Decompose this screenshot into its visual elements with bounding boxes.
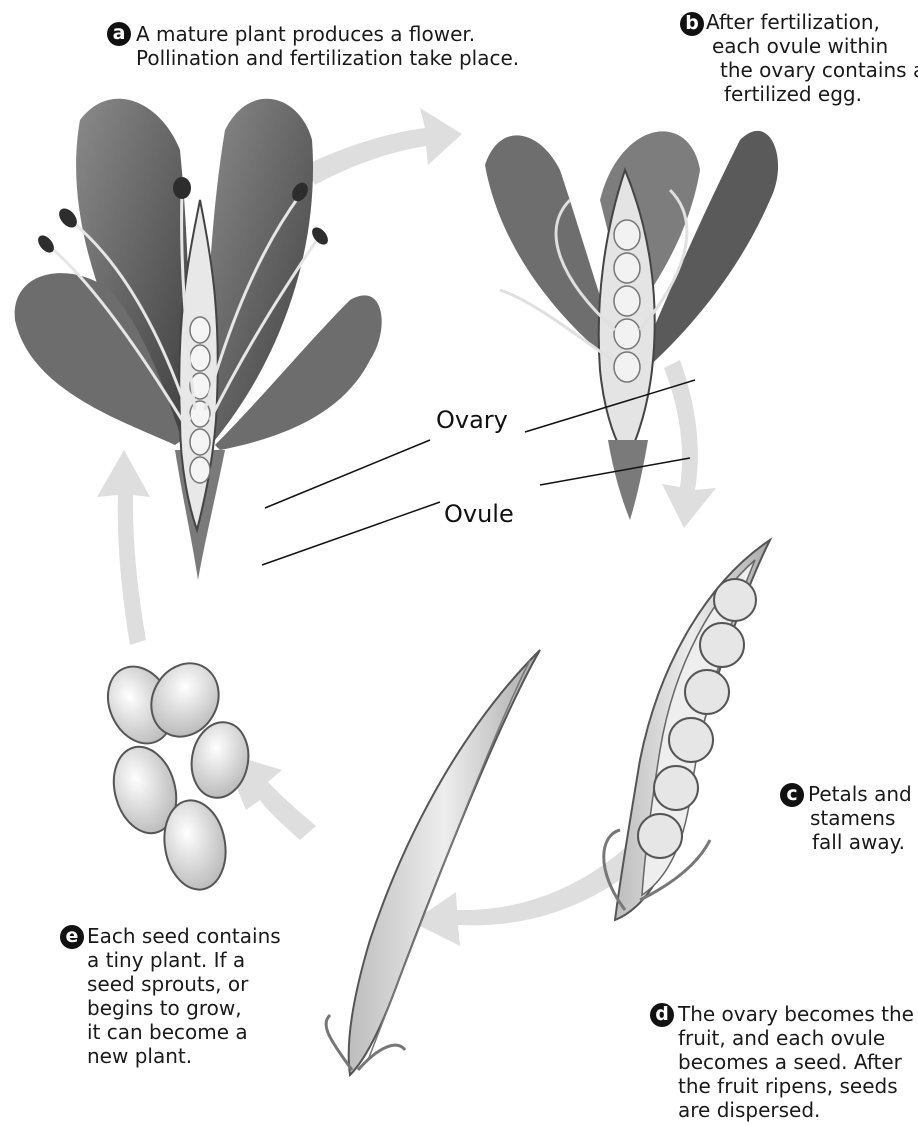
step-b-badge: b [680, 12, 704, 36]
fertilized-stem [608, 440, 648, 520]
ovary-leader-left [265, 440, 430, 508]
seeds-illustration [96, 651, 254, 894]
step-e-line: a tiny plant. If a [87, 948, 281, 972]
step-b-line: fertilized egg. [706, 82, 918, 106]
step-a-line: A mature plant produces a flower. [136, 22, 519, 46]
ovule-leader-left [262, 502, 440, 565]
step-e-caption: Each seed contains a tiny plant. If a se… [87, 924, 281, 1068]
step-b-line: the ovary contains a [706, 58, 918, 82]
arrow-a-to-b [305, 108, 462, 185]
step-d-line: are dispersed. [678, 1098, 914, 1122]
step-e-line: Each seed contains [87, 924, 281, 948]
step-c-badge: c [780, 783, 804, 807]
ovary-label: Ovary [436, 406, 508, 434]
open-pod-illustration [604, 540, 770, 920]
step-c-line: fall away. [808, 830, 912, 854]
arrow-d-to-e-lower [412, 848, 640, 946]
arrow-seeds-to-flower [97, 450, 150, 645]
step-d-caption: The ovary becomes the fruit, and each ov… [678, 1002, 914, 1122]
step-d-line: the fruit ripens, seeds [678, 1074, 914, 1098]
step-b-line: each ovule within [706, 34, 918, 58]
step-a-caption: A mature plant produces a flower. Pollin… [136, 22, 519, 70]
step-d-line: fruit, and each ovule [678, 1026, 914, 1050]
step-d-badge: d [650, 1003, 674, 1027]
closed-pod-illustration [326, 650, 540, 1075]
fertilized-ovules [614, 220, 640, 382]
step-a-badge: a [107, 22, 131, 46]
fertilized-flower-illustration [485, 131, 778, 520]
step-e-badge: e [60, 925, 84, 949]
ovule-label: Ovule [444, 500, 514, 528]
step-d-line: becomes a seed. After [678, 1050, 914, 1074]
step-e-line: seed sprouts, or [87, 972, 281, 996]
step-a-line: Pollination and fertilization take place… [136, 46, 519, 70]
step-e-line: begins to grow, [87, 996, 281, 1020]
arrow-b-to-c [662, 360, 716, 528]
step-d-line: The ovary becomes the [678, 1002, 914, 1026]
step-c-line: stamens [808, 806, 912, 830]
step-e-line: it can become a [87, 1020, 281, 1044]
step-b-line: After fertilization, [706, 10, 918, 34]
step-e-line: new plant. [87, 1044, 281, 1068]
step-c-caption: Petals and stamens fall away. [808, 782, 912, 854]
step-c-line: Petals and [808, 782, 912, 806]
step-b-caption: After fertilization, each ovule within t… [706, 10, 918, 106]
